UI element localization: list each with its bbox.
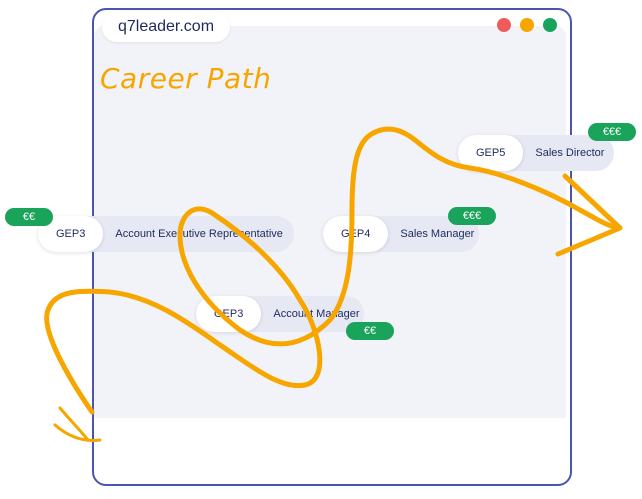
pay-badge: €€ [5,208,53,226]
grade-label: GEP4 [341,228,371,240]
grade-label: GEP5 [476,147,506,159]
minimize-window-button[interactable] [520,18,534,32]
grade-pill: GEP5 [458,135,524,171]
career-step-account-manager: GEP3 Account Manager [196,296,364,332]
role-label: Account Executive Representative [115,228,283,240]
role-label: Sales Director [535,147,605,159]
maximize-window-button[interactable] [543,18,557,32]
grade-label: GEP3 [214,308,244,320]
address-bar[interactable]: q7leader.com [102,12,230,42]
grade-pill: GEP4 [323,216,389,252]
grade-pill: GEP3 [196,296,262,332]
close-window-button[interactable] [497,18,511,32]
career-step-account-executive: GEP3 Account Executive Representative [38,216,294,252]
url-text: q7leader.com [117,18,215,35]
pay-badge: €€€ [588,123,636,141]
motion-mark [58,406,90,442]
career-step-sales-director: GEP5 Sales Director [458,135,614,171]
page-title: Career Path [100,62,272,95]
role-label: Sales Manager [400,228,475,240]
role-label: Account Manager [273,308,360,320]
pay-badge: €€ [346,322,394,340]
grade-label: GEP3 [56,228,86,240]
pay-badge: €€€ [448,207,496,225]
